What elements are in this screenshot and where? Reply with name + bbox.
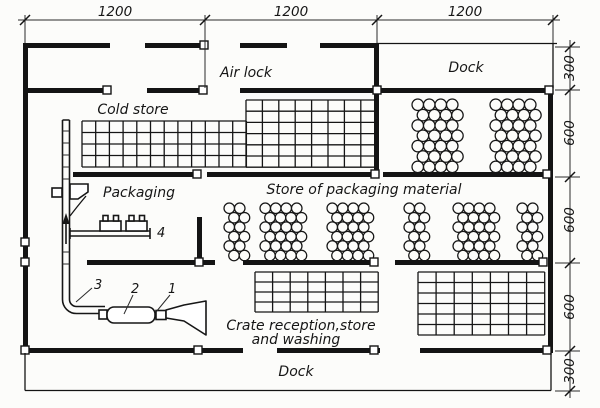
store-barrels-4 bbox=[403, 202, 431, 262]
flow-arrowhead bbox=[62, 213, 70, 224]
packaging-equipment bbox=[51, 119, 207, 336]
washer-body bbox=[106, 306, 156, 324]
conveyor-line bbox=[61, 119, 105, 315]
label-dock-bottom: Dock bbox=[278, 364, 314, 380]
store-barrels-2 bbox=[259, 202, 308, 262]
dim-right-5: 300 bbox=[562, 358, 578, 384]
label-equipment-1: 1 bbox=[168, 282, 176, 297]
crate-wash-stack-left bbox=[254, 271, 379, 313]
label-cold-store: Cold store bbox=[97, 102, 168, 118]
label-crate-line2: and washing bbox=[252, 332, 341, 348]
dim-top-2: 1200 bbox=[274, 4, 308, 20]
dimension-labels: 1200 1200 1200 300 600 600 600 300 bbox=[98, 4, 578, 384]
room-labels: Air lock Dock Cold store Packaging Store… bbox=[97, 60, 484, 380]
store-barrels-5 bbox=[452, 202, 501, 262]
label-equipment-3: 3 bbox=[94, 278, 102, 293]
crate-wash-stack-right bbox=[417, 271, 546, 336]
dim-right-3: 600 bbox=[562, 207, 578, 233]
machine-2-nub-b bbox=[138, 214, 146, 222]
dim-top-1: 1200 bbox=[98, 4, 132, 20]
dock-outlines bbox=[24, 42, 557, 392]
store-barrels-6 bbox=[516, 202, 544, 262]
receiving-funnel bbox=[165, 300, 207, 336]
dim-right-2: 600 bbox=[562, 120, 578, 146]
label-store-packaging: Store of packaging material bbox=[267, 182, 462, 198]
dock-barrels-1 bbox=[411, 98, 464, 174]
machine-1-nub-b bbox=[112, 214, 120, 222]
dim-top-3: 1200 bbox=[448, 4, 482, 20]
label-crate-line1: Crate reception,store bbox=[226, 318, 375, 334]
column-blocks bbox=[20, 40, 554, 355]
equipment-labels: 4 3 2 1 bbox=[94, 226, 176, 297]
storage-symbols bbox=[81, 98, 546, 336]
machine-2-nub-a bbox=[128, 214, 135, 222]
hopper-side-block bbox=[51, 187, 63, 198]
walls bbox=[23, 43, 553, 353]
dim-right-1: 300 bbox=[562, 55, 578, 81]
bench-machine-1 bbox=[99, 220, 122, 232]
infeed-hopper bbox=[69, 183, 89, 200]
label-packaging: Packaging bbox=[103, 185, 175, 201]
conveyor-rungs bbox=[62, 130, 70, 265]
hopper-chute bbox=[69, 195, 87, 217]
leader-lines bbox=[75, 287, 171, 315]
dock-barrels-2 bbox=[489, 98, 542, 174]
machine-1-nub-a bbox=[102, 214, 109, 222]
dim-right-4: 600 bbox=[562, 294, 578, 320]
washer-inlet bbox=[98, 309, 108, 320]
bench-machine-2 bbox=[125, 220, 148, 232]
label-equipment-4: 4 bbox=[157, 226, 165, 241]
washer-coupler bbox=[155, 309, 167, 321]
cold-store-stack-right bbox=[245, 99, 378, 168]
dimension-lines bbox=[18, 14, 580, 398]
label-equipment-2: 2 bbox=[131, 282, 139, 297]
store-barrels-3 bbox=[326, 202, 375, 262]
label-dock-top: Dock bbox=[448, 60, 484, 76]
label-air-lock: Air lock bbox=[219, 65, 273, 81]
store-barrels-1 bbox=[223, 202, 251, 262]
cold-store-stack-left bbox=[81, 120, 248, 168]
